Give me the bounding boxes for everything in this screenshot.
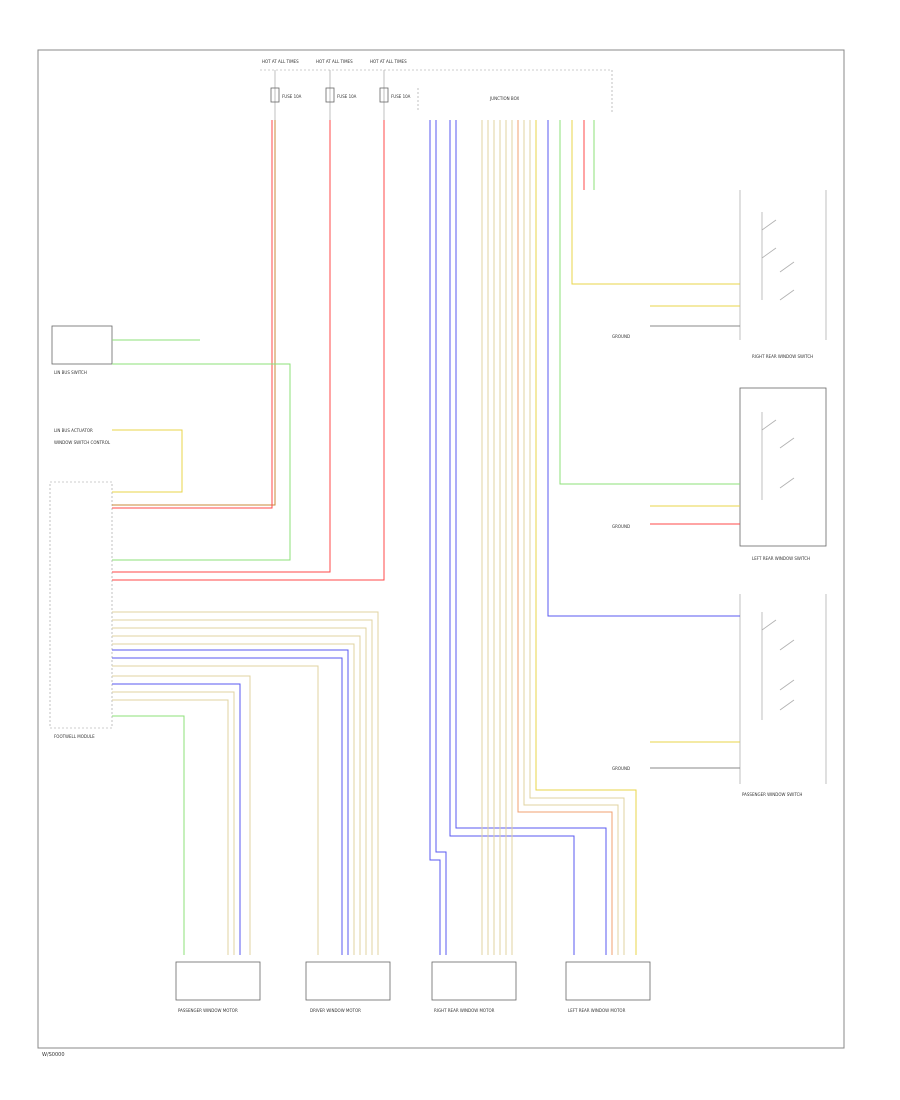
fuse-box-label-3: HOT AT ALL TIMES — [370, 59, 407, 64]
wire-fw-blue-1 — [112, 649, 349, 955]
wire-fw-tan-4 — [112, 643, 355, 955]
wire-jb-tan-a — [523, 120, 619, 955]
right-rear-window-motor: RIGHT REAR WINDOW MOTOR — [431, 961, 517, 1013]
wire-jb-blue-4 — [455, 120, 607, 955]
fuse-1-label: FUSE 10A — [282, 94, 302, 99]
wire-fw-tan-0 — [112, 611, 379, 955]
motor-label-2: DRIVER WINDOW MOTOR — [310, 1008, 361, 1013]
window-switch-module-label: WINDOW SWITCH CONTROL — [54, 440, 111, 445]
diagram-frame — [37, 49, 845, 1049]
lin-bus-switch-label: LIN BUS SWITCH — [54, 370, 87, 375]
wire-fuse1-brown — [112, 120, 276, 506]
right-rear-window-switch: RIGHT REAR WINDOW SWITCH — [739, 190, 827, 359]
passenger-window-motor: PASSENGER WINDOW MOTOR — [175, 961, 261, 1013]
passenger-switch-label: PASSENGER WINDOW SWITCH — [742, 792, 802, 797]
left-rear-window-switch: LEFT REAR WINDOW SWITCH — [739, 387, 827, 561]
fuse-block: HOT AT ALL TIMES HOT AT ALL TIMES HOT AT… — [260, 59, 613, 120]
wire-jb-blue-sw — [547, 120, 740, 617]
wire-lin-2 — [112, 363, 291, 561]
footer-code: W/S0000 — [42, 1052, 65, 1058]
footwell-module-box — [49, 481, 113, 729]
wire-fw-tan-1 — [112, 619, 373, 955]
wire-fuse3-red — [112, 120, 385, 581]
motor-label-4: LEFT REAR WINDOW MOTOR — [568, 1008, 626, 1013]
fuse-box-label-1: HOT AT ALL TIMES — [262, 59, 299, 64]
wire-jb-blue-2 — [435, 120, 447, 955]
wire-fuse1-red — [112, 120, 273, 509]
driver-window-motor: DRIVER WINDOW MOTOR — [305, 961, 391, 1013]
wire-fw-tan-7 — [112, 691, 235, 955]
wire-fw-tan-6 — [112, 675, 251, 955]
top-left-module-label: LIN BUS ACTUATOR — [54, 428, 93, 433]
wire-jb-yellow — [535, 120, 637, 955]
fuse-3-icon — [379, 87, 389, 103]
left-rear-window-motor: LEFT REAR WINDOW MOTOR — [565, 961, 651, 1013]
footwell-module-label: FOOTWELL MODULE — [54, 734, 95, 739]
motor-label-3: RIGHT REAR WINDOW MOTOR — [434, 1008, 495, 1013]
wire-jb-yellow-sw — [571, 120, 740, 285]
wire-layer — [112, 120, 740, 955]
wire-fw-tan-3 — [112, 635, 361, 955]
ground-label-3: GROUND — [612, 766, 630, 771]
wire-jb-orange — [517, 120, 613, 955]
wire-jb-green-sw — [559, 120, 740, 485]
wire-jb-tan-b — [529, 120, 625, 955]
lin-bus-switch-box — [51, 325, 113, 365]
junction-box-label: JUNCTION BOX — [489, 96, 519, 101]
wire-jb-blue-1 — [429, 120, 441, 955]
wire-fw-tan-2 — [112, 627, 367, 955]
motor-label-1: PASSENGER WINDOW MOTOR — [178, 1008, 238, 1013]
fuse-3-label: FUSE 10A — [391, 94, 411, 99]
fuse-1-icon — [270, 87, 280, 103]
ground-label-2: GROUND — [612, 524, 630, 529]
wire-fw-blue-3 — [112, 683, 241, 955]
fuse-2-icon — [325, 87, 335, 103]
passenger-window-switch: PASSENGER WINDOW SWITCH — [739, 594, 827, 797]
right-rear-switch-label: RIGHT REAR WINDOW SWITCH — [752, 354, 813, 359]
left-rear-switch-label: LEFT REAR WINDOW SWITCH — [752, 556, 810, 561]
wire-fw-tan-8 — [112, 699, 229, 955]
fuse-2-label: FUSE 10A — [337, 94, 357, 99]
ground-label-1: GROUND — [612, 334, 630, 339]
fuse-box-label-2: HOT AT ALL TIMES — [316, 59, 353, 64]
wire-fw-blue-2 — [112, 657, 343, 955]
wire-fuse2-red — [112, 120, 331, 573]
wire-top-left — [112, 429, 183, 493]
wire-fw-green — [112, 715, 185, 955]
wire-fw-tan-5 — [112, 665, 319, 955]
